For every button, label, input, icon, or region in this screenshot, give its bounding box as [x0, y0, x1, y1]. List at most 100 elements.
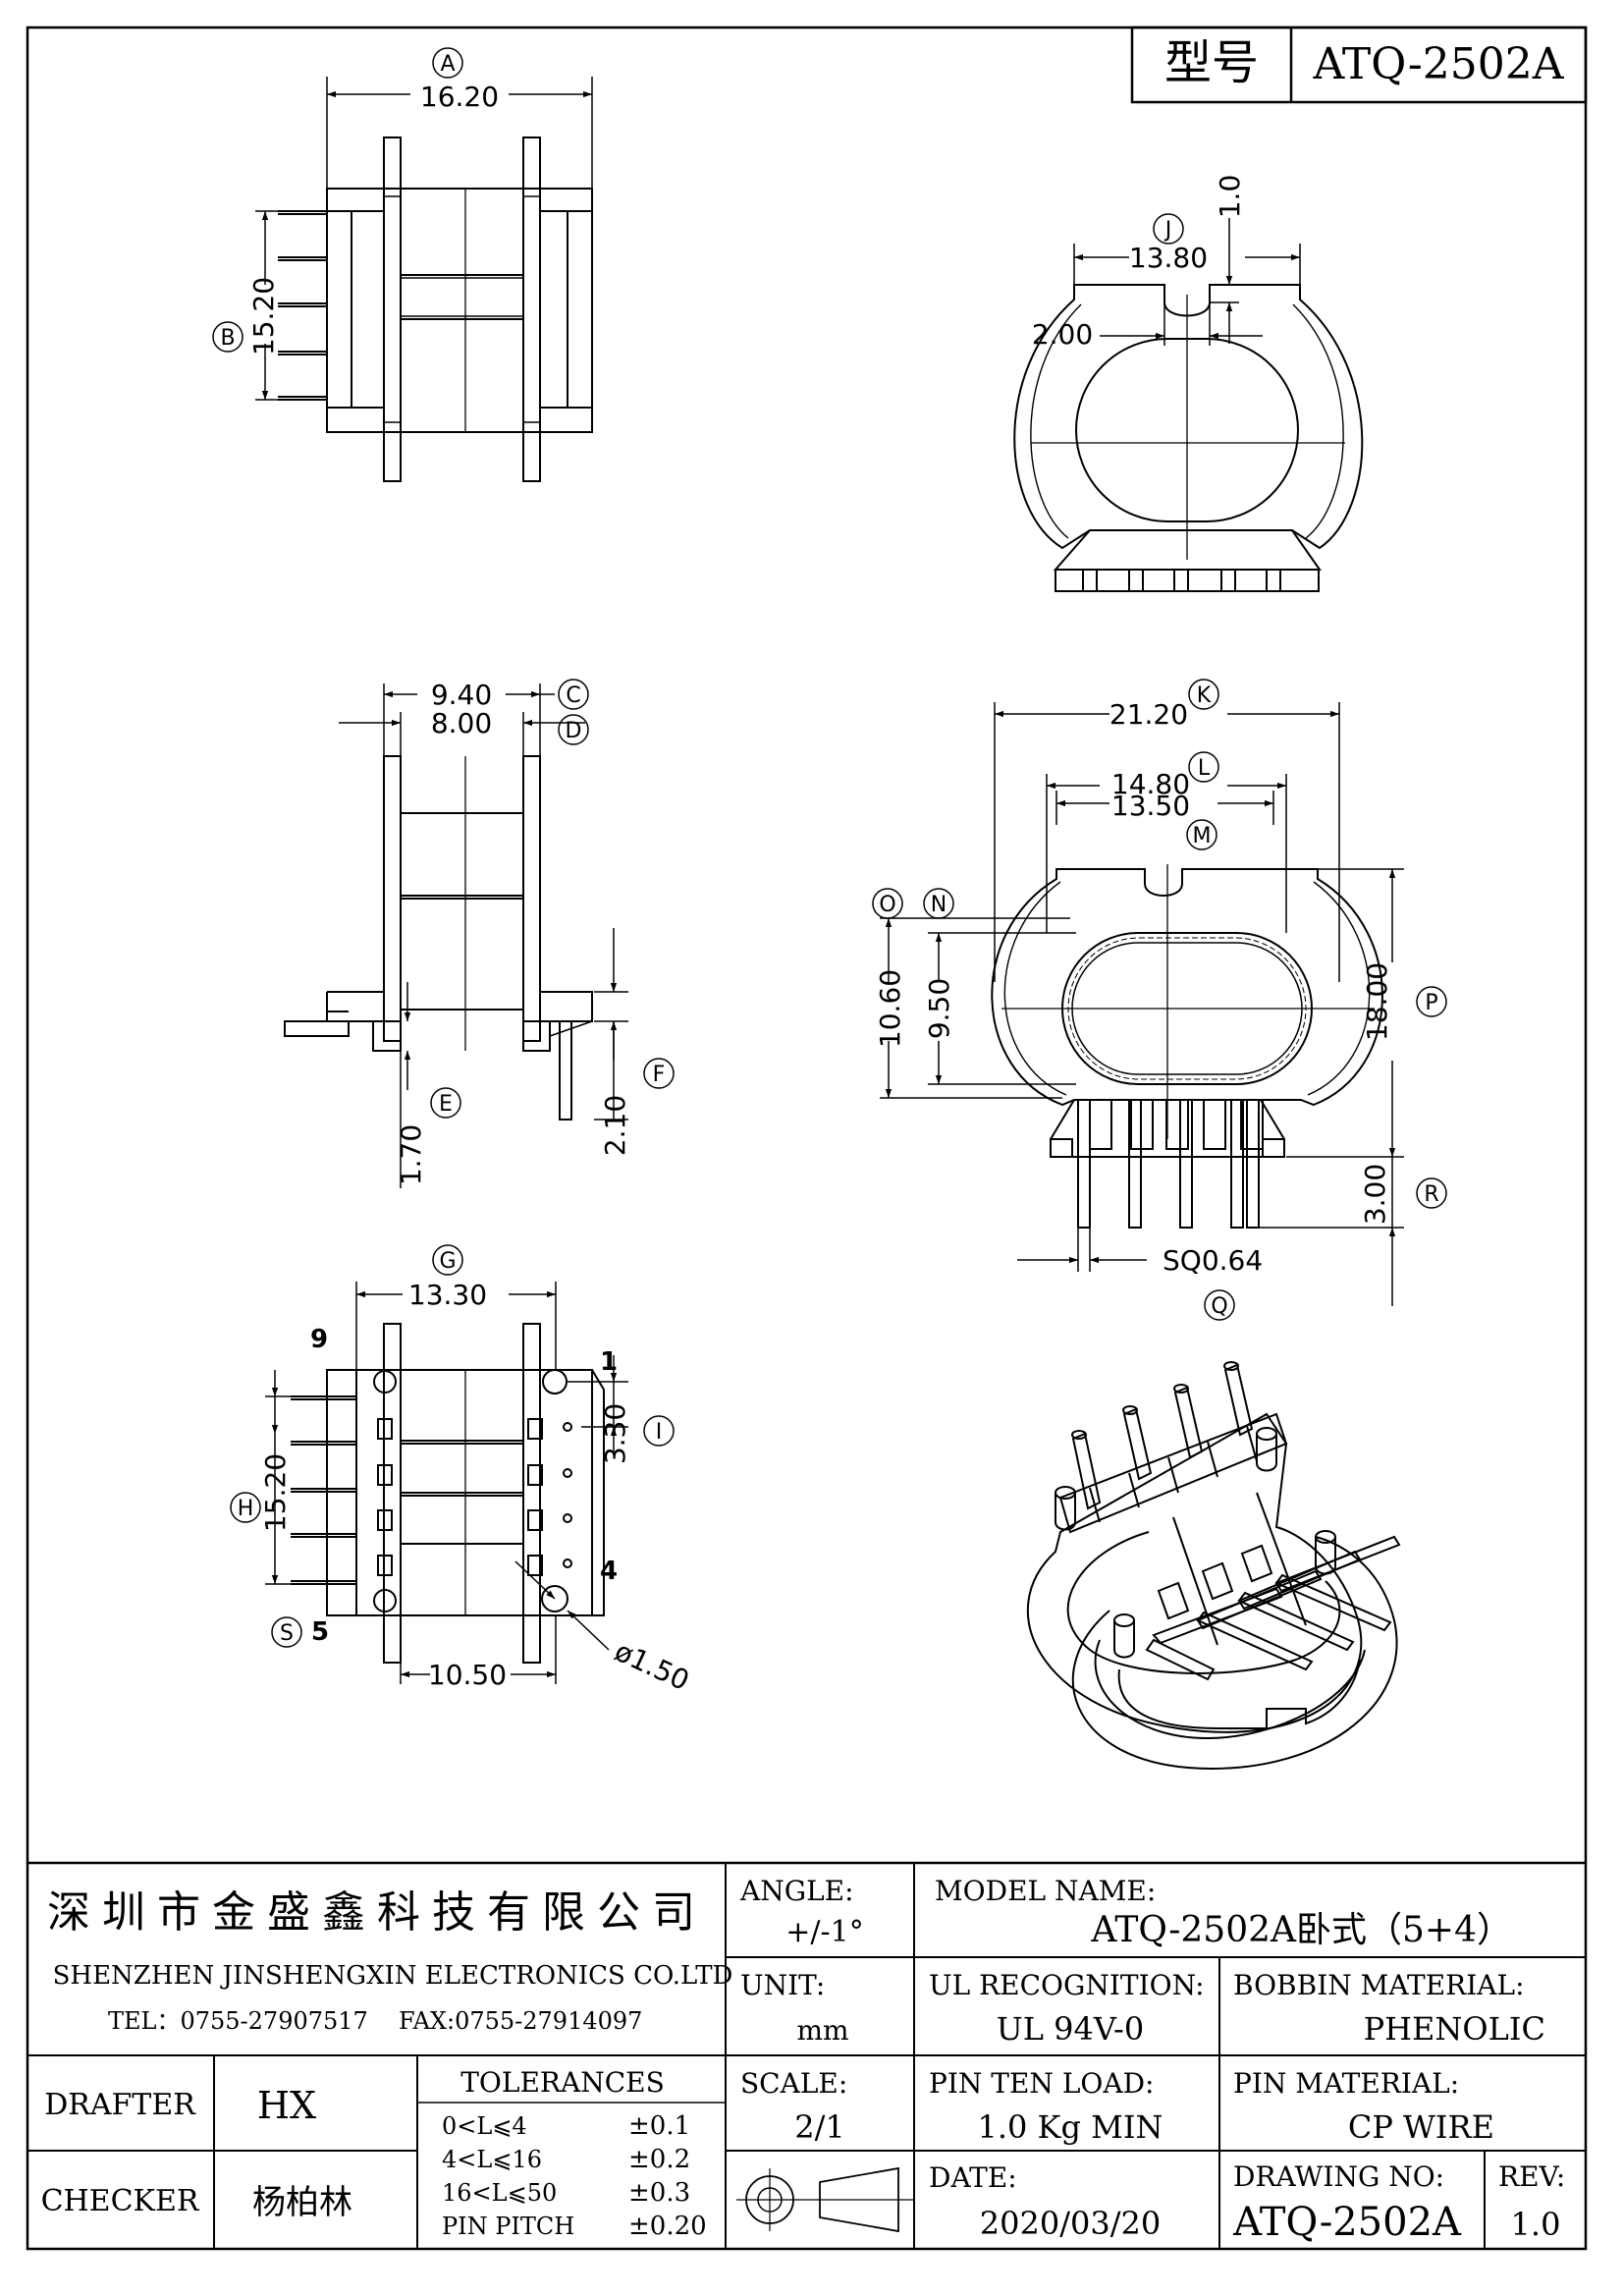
dim-f-value: 2.10 [599, 1095, 631, 1156]
tol-range-0: 0<L⩽4 [442, 2112, 527, 2140]
dim-b [212, 210, 278, 401]
dim-b-value: 15.20 [247, 277, 280, 355]
bobbin-label: BOBBIN MATERIAL: [1233, 1969, 1525, 2001]
bobbin-value: PHENOLIC [1364, 2010, 1545, 2048]
dim-q-letter: Q [1211, 1294, 1227, 1319]
dim-o-letter: O [879, 893, 895, 917]
ul-value: UL 94V-0 [997, 2010, 1144, 2048]
pin-load-label: PIN TEN LOAD: [929, 2067, 1154, 2100]
pin-material-value: CP WIRE [1348, 2108, 1494, 2146]
dim-d-letter: D [566, 719, 582, 743]
dim-r-value: 3.00 [1359, 1164, 1391, 1225]
pin-label-9: 9 [310, 1325, 328, 1354]
dim-c-d [339, 679, 589, 756]
view-mid-right [991, 864, 1383, 1229]
tol-value-1: ±0.2 [628, 2145, 690, 2174]
dim-r-letter: R [1424, 1182, 1438, 1207]
tol-value-0: ±0.1 [628, 2111, 690, 2141]
view-top-left [278, 137, 593, 482]
checker-value: 杨柏林 [252, 2183, 352, 2222]
dim-p-r-q [1017, 868, 1447, 1321]
tol-range-1: 4<L⩽16 [442, 2146, 542, 2173]
dim-j-value: 13.80 [1129, 242, 1208, 274]
unit-label: UNIT: [740, 1969, 825, 2001]
drawing-no-label: DRAWING NO: [1233, 2160, 1444, 2193]
view-bottom-left [291, 1323, 605, 1664]
scale-label: SCALE: [740, 2067, 847, 2100]
pin-label-4: 4 [600, 1557, 618, 1586]
dim-e-f [400, 928, 675, 1188]
pin-load-value: 1.0 Kg MIN [977, 2108, 1163, 2146]
company-name-en: SHENZHEN JINSHENGXIN ELECTRONICS CO.LTD [53, 1961, 733, 1991]
checker-label: CHECKER [41, 2184, 200, 2218]
tol-range-3: PIN PITCH [442, 2213, 574, 2240]
dim-i-value: 3.30 [599, 1403, 631, 1464]
date-label: DATE: [929, 2161, 1017, 2194]
tol-range-2: 16<L⩽50 [442, 2179, 557, 2207]
dim-o-value: 10.60 [874, 969, 906, 1048]
dim-m-letter: M [1193, 824, 1212, 848]
dim-l-letter: L [1198, 756, 1211, 781]
model-name-value: ATQ-2502A卧式（5+4） [1090, 1910, 1512, 1950]
view-isometric [1027, 1361, 1401, 1770]
company-tel: TEL：0755-27907517 [108, 2007, 368, 2035]
dim-k-l-m [994, 679, 1340, 982]
pin-material-label: PIN MATERIAL: [1233, 2067, 1459, 2100]
dim-n-letter: N [931, 893, 947, 917]
company-name-cn: 深圳市金盛鑫科技有限公司 [47, 1887, 707, 1938]
drafter-value: HX [257, 2084, 316, 2127]
dim-g-letter: G [439, 1249, 456, 1274]
dim-b-letter: B [220, 326, 235, 351]
model-box: 型号 ATQ-2502A [1130, 26, 1588, 104]
dim-e-value: 1.70 [395, 1124, 427, 1185]
model-box-value: ATQ-2502A [1312, 39, 1564, 89]
dim-a-letter: A [440, 52, 455, 77]
dim-m-value: 13.50 [1111, 790, 1190, 822]
dim-d-value: 8.00 [431, 707, 492, 739]
unit-value: mm [796, 2014, 848, 2047]
angle-value: +/-1° [785, 1915, 863, 1949]
dim-p-value: 18.00 [1361, 962, 1393, 1041]
dim-c-letter: C [566, 683, 580, 708]
dim-g-i-h [230, 1244, 675, 1684]
dim-hole-dia: ø1.50 [610, 1635, 694, 1697]
dim-h-letter: H [238, 1497, 254, 1521]
rev-value: 1.0 [1511, 2206, 1561, 2243]
pin-label-1: 1 [600, 1347, 618, 1377]
pin-label-5: 5 [311, 1617, 329, 1647]
dim-o-n [872, 888, 1076, 1099]
dim-k-letter: K [1197, 683, 1212, 708]
dim-q-value: SQ0.64 [1163, 1244, 1263, 1277]
dim-j [1073, 213, 1301, 346]
angle-label: ANGLE: [739, 1875, 854, 1907]
date-value: 2020/03/20 [980, 2205, 1161, 2242]
ul-label: UL RECOGNITION: [929, 1969, 1205, 2001]
dim-notch-width: 2.00 [1032, 318, 1093, 351]
company-fax: FAX:0755-27914097 [399, 2007, 642, 2035]
dim-f-letter: F [653, 1063, 666, 1087]
model-box-label: 型号 [1164, 35, 1259, 90]
tol-value-2: ±0.3 [628, 2178, 690, 2208]
dim-g-value: 13.30 [408, 1279, 487, 1311]
dim-bottom-span: 10.50 [428, 1659, 507, 1691]
dim-n-value: 9.50 [923, 978, 955, 1039]
dim-a-value: 16.20 [420, 81, 499, 113]
drafter-label: DRAFTER [44, 2088, 196, 2122]
model-name-label: MODEL NAME: [935, 1875, 1156, 1907]
tolerances-label: TOLERANCES [460, 2066, 665, 2099]
view-top-right [1013, 284, 1364, 592]
rev-label: REV: [1498, 2160, 1565, 2193]
dim-k-value: 21.20 [1109, 698, 1188, 731]
dim-h-value: 15.20 [259, 1453, 292, 1532]
dim-p-letter: P [1425, 991, 1437, 1015]
dim-a [326, 47, 593, 189]
tol-value-3: ±0.20 [628, 2212, 707, 2241]
dim-s-letter: S [280, 1621, 294, 1646]
dim-i-letter: I [656, 1420, 663, 1445]
sheet-border [26, 26, 1588, 2251]
scale-value: 2/1 [794, 2108, 845, 2146]
dim-notch-depth: 1.0 [1214, 175, 1246, 219]
drawing-no-value: ATQ-2502A [1232, 2200, 1462, 2245]
title-block [27, 1861, 1586, 2249]
